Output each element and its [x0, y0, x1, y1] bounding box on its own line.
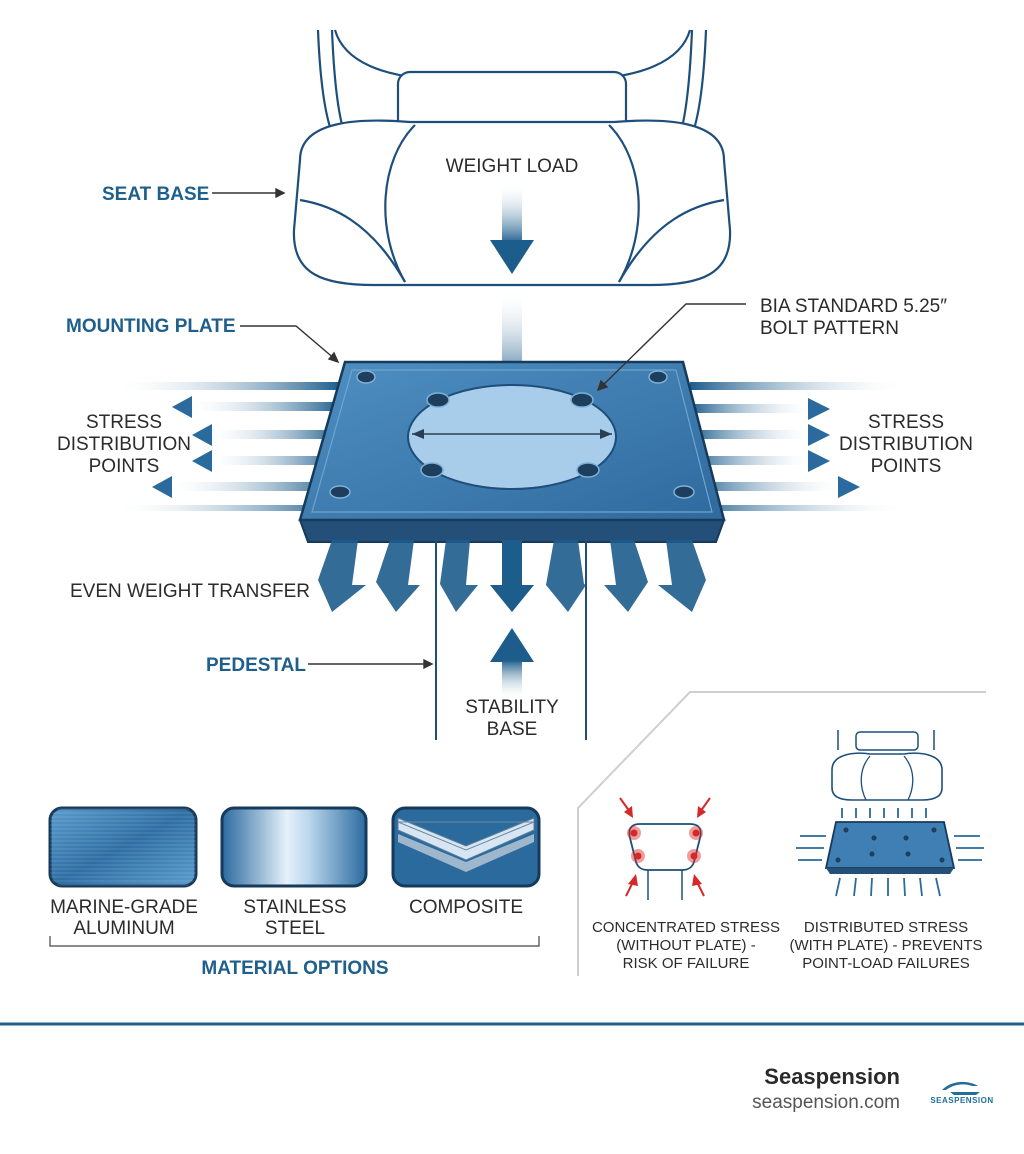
- distributed-stress-caption: DISTRIBUTED STRESS: [804, 919, 968, 936]
- stability-base-label-line1: STABILITY: [465, 697, 559, 718]
- comparison-inset: CONCENTRATED STRESS (WITHOUT PLATE) - RI…: [577, 691, 986, 976]
- mounting-plate: [298, 360, 726, 543]
- stress-right-line: DISTRIBUTION: [839, 434, 973, 455]
- material-label: STEEL: [265, 918, 325, 939]
- stainless-steel-swatch: [220, 806, 368, 888]
- brand-name: Seaspension: [764, 1064, 900, 1089]
- material-label: MARINE-GRADE: [50, 897, 198, 918]
- material-label: STAINLESS: [243, 897, 346, 918]
- stress-right-line: STRESS: [868, 412, 944, 433]
- distributed-stress-illustration: [796, 730, 984, 897]
- concentrated-stress-caption: RISK OF FAILURE: [623, 955, 750, 972]
- seat-illustration: [292, 29, 732, 287]
- seat-base-label: SEAT BASE: [102, 184, 209, 205]
- pedestal: [435, 540, 587, 740]
- weight-load-arrow: [490, 182, 534, 274]
- stress-right-label: STRESS DISTRIBUTION POINTS: [839, 412, 973, 477]
- material-label: ALUMINUM: [73, 918, 174, 939]
- distributed-stress-caption: POINT-LOAD FAILURES: [802, 955, 970, 972]
- stress-arrows-left: [120, 382, 340, 511]
- seaspension-logo: SEASPENSION: [920, 1078, 1004, 1108]
- stability-base-arrow: [490, 628, 534, 700]
- concentrated-stress-illustration: [619, 797, 711, 900]
- leader-lines: [212, 187, 746, 670]
- concentrated-stress-caption: CONCENTRATED STRESS: [592, 919, 780, 936]
- material-label: COMPOSITE: [409, 897, 523, 918]
- bolt-pattern-label-line1: BIA STANDARD 5.25″: [760, 296, 947, 317]
- weight-load-label: WEIGHT LOAD: [446, 156, 579, 177]
- boat-logo-icon: [942, 1081, 980, 1095]
- distributed-stress-caption: (WITH PLATE) - PREVENTS: [789, 937, 982, 954]
- bolt-pattern-label-line2: BOLT PATTERN: [760, 318, 899, 339]
- material-options: MARINE-GRADE ALUMINUM STAINLESS STEEL CO…: [48, 806, 541, 979]
- composite-layers-swatch: [391, 806, 541, 888]
- concentrated-stress-caption: (WITHOUT PLATE) -: [616, 937, 755, 954]
- bolt-holes: [329, 370, 695, 499]
- stress-arrows-right: [690, 382, 900, 511]
- stress-left-line: DISTRIBUTION: [57, 434, 191, 455]
- footer-brand: Seaspension seaspension.com: [752, 1064, 900, 1114]
- mounting-plate-label: MOUNTING PLATE: [66, 316, 236, 337]
- stress-left-line: POINTS: [89, 456, 160, 477]
- stability-base-label-line2: BASE: [487, 719, 538, 740]
- brand-url[interactable]: seaspension.com: [752, 1092, 900, 1113]
- material-options-title: MATERIAL OPTIONS: [201, 958, 388, 979]
- logo-text: SEASPENSION: [930, 1096, 994, 1105]
- stress-left-label: STRESS DISTRIBUTION POINTS: [57, 412, 191, 477]
- stress-left-line: STRESS: [86, 412, 162, 433]
- stress-right-line: POINTS: [871, 456, 942, 477]
- pedestal-label: PEDESTAL: [206, 655, 306, 676]
- even-weight-transfer-label: EVEN WEIGHT TRANSFER: [70, 581, 310, 602]
- even-weight-transfer-arrows: [318, 540, 706, 612]
